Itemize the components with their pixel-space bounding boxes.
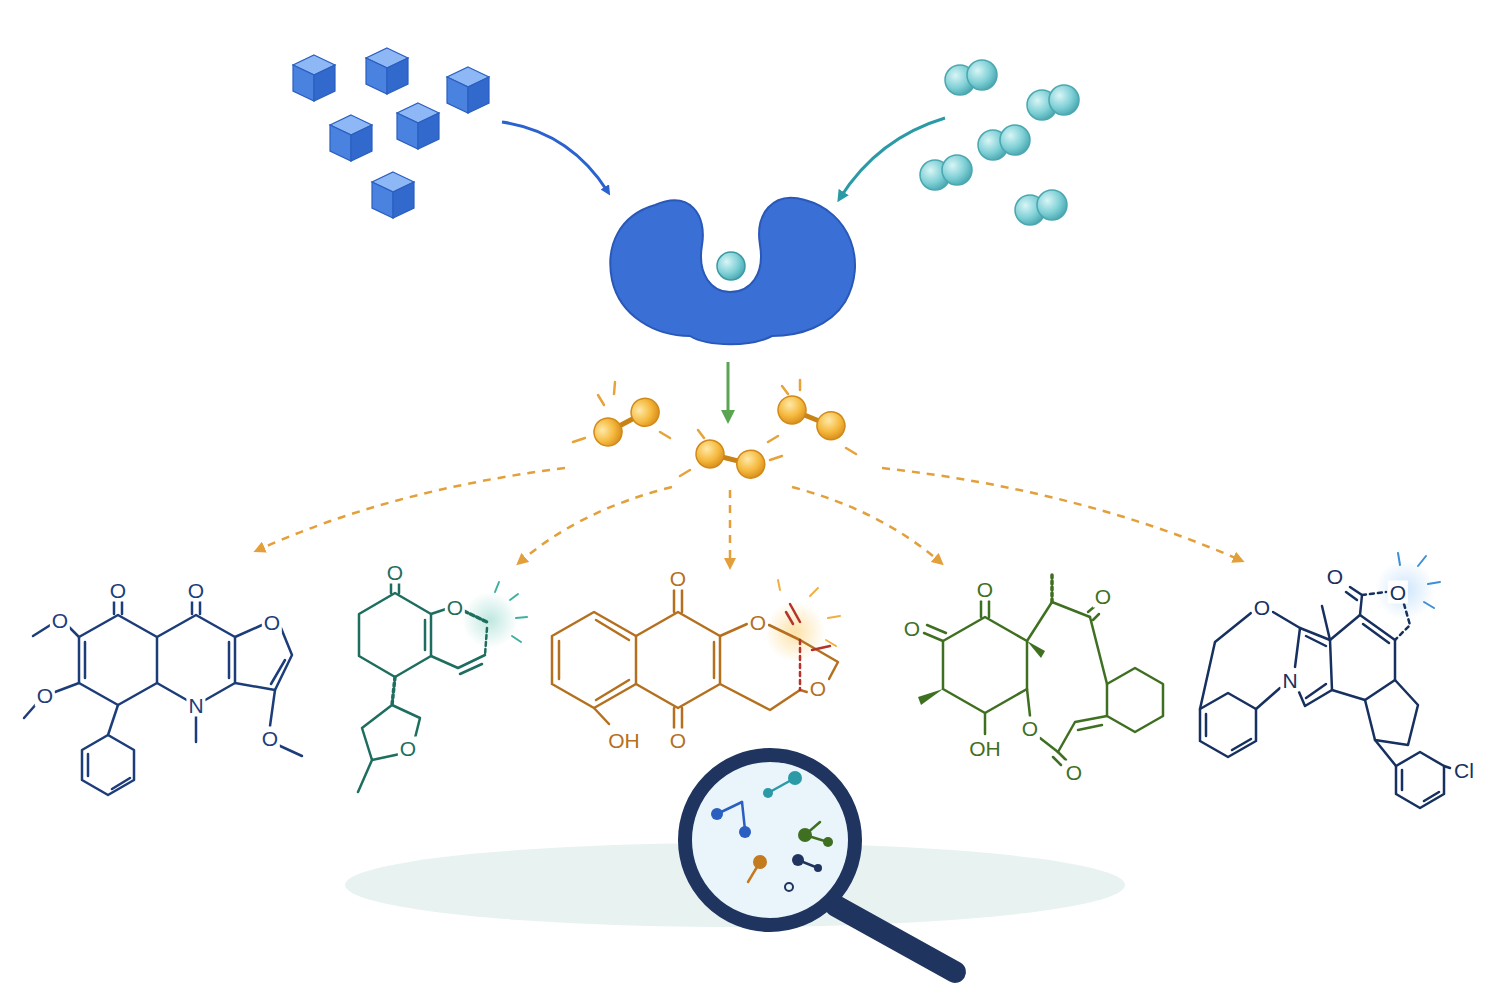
glow-rays	[495, 582, 527, 642]
atom-label: O	[186, 579, 206, 602]
intermediates	[573, 380, 856, 481]
atom-label: O	[748, 611, 768, 634]
atom-label: OH	[967, 737, 1003, 760]
atom-label: O	[1020, 717, 1040, 740]
atom-label: Cl	[1452, 759, 1476, 782]
atom-label: O	[385, 561, 405, 584]
atom-label: O	[975, 578, 995, 601]
atom-label: O	[1064, 761, 1084, 784]
input-arrow	[502, 122, 608, 192]
atom-label: O	[35, 684, 55, 707]
atom-label: O	[1093, 585, 1113, 608]
wedge-bond	[918, 641, 1045, 705]
atom-label: O	[1252, 596, 1272, 619]
atom-label: O	[1325, 565, 1345, 588]
atom-label: O	[262, 611, 282, 634]
atom-label: O	[50, 609, 70, 632]
enzyme	[610, 198, 855, 344]
glow-rays	[778, 580, 840, 646]
atom-label: O	[808, 677, 828, 700]
reaction-glow	[765, 602, 825, 662]
atom-label: N	[186, 694, 205, 717]
atom-label: N	[1280, 669, 1299, 692]
atom-label: O	[108, 579, 128, 602]
atom-label: O	[668, 567, 688, 590]
atom-label: O	[668, 729, 688, 752]
molecule-1	[24, 601, 302, 795]
atom-label: O	[1388, 581, 1408, 604]
atom-label: O	[445, 596, 465, 619]
atom-label: O	[398, 737, 418, 760]
reaction-glow	[462, 592, 518, 648]
molecule-3	[552, 590, 838, 728]
cofactor-pairs	[920, 60, 1079, 225]
atom-label: O	[902, 617, 922, 640]
product-arrow	[727, 362, 730, 418]
diversification-arrows	[258, 468, 1240, 565]
magnifier	[685, 755, 955, 972]
input-arrow	[840, 118, 945, 198]
reaction-glow	[1375, 560, 1435, 620]
molecule-4	[924, 572, 1163, 765]
molecule-2	[358, 583, 487, 792]
molecule-5	[1200, 587, 1450, 808]
bound-cofactor	[717, 252, 745, 280]
atom-label: OH	[606, 729, 642, 752]
atom-label: O	[260, 727, 280, 750]
building-blocks	[293, 48, 489, 218]
